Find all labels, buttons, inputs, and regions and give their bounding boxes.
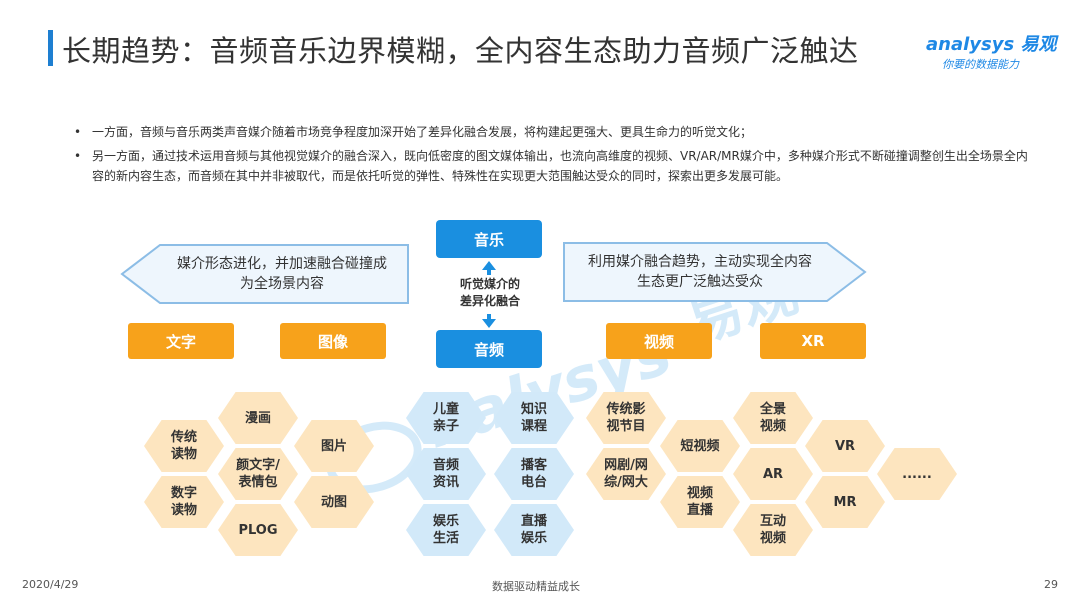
right-arrow-text: 利用媒介融合趋势，主动实现全内容 生态更广泛触达受众 <box>588 254 812 290</box>
hex-panorama-video: 全景视频 <box>733 392 813 444</box>
hex-podcast: 播客电台 <box>494 448 574 500</box>
left-arrow-text: 媒介形态进化，并加速融合碰撞成 为全场景内容 <box>177 256 387 292</box>
bullet-item: 一方面，音频与音乐两类声音媒介随着市场竞争程度加深开始了差异化融合发展，将构建起… <box>70 122 1030 142</box>
hex-web-drama: 网剧/网综/网大 <box>586 448 666 500</box>
hex-live-entertainment: 直播娱乐 <box>494 504 574 556</box>
category-text-box: 文字 <box>128 323 234 359</box>
footer-date: 2020/4/29 <box>22 578 79 591</box>
hex-traditional-tv: 传统影视节目 <box>586 392 666 444</box>
category-video-box: 视频 <box>606 323 712 359</box>
hex-digital-reading: 数字读物 <box>144 476 224 528</box>
hex-short-video: 短视频 <box>660 420 740 472</box>
hex-audio-news: 音频资讯 <box>406 448 486 500</box>
footer-slogan: 数据驱动精益成长 <box>492 580 580 593</box>
hex-interactive-video: 互动视频 <box>733 504 813 556</box>
hex-video-live: 视频直播 <box>660 476 740 528</box>
hex-kids: 儿童亲子 <box>406 392 486 444</box>
left-arrow-shape <box>120 244 409 304</box>
hex-gifs: 动图 <box>294 476 374 528</box>
bullet-list: 一方面，音频与音乐两类声音媒介随着市场竞争程度加深开始了差异化融合发展，将构建起… <box>70 122 1030 190</box>
center-label: 听觉媒介的 差异化融合 <box>459 277 520 308</box>
logo-main-text: analysys 易观 <box>926 34 1057 55</box>
hex-comics: 漫画 <box>218 392 298 444</box>
down-arrow-icon <box>482 314 496 328</box>
audio-box: 音频 <box>436 330 542 368</box>
hex-traditional-reading: 传统读物 <box>144 420 224 472</box>
footer-page-number: 29 <box>1044 578 1058 591</box>
hex-more: ...... <box>877 448 957 500</box>
hex-vr: VR <box>805 420 885 472</box>
up-arrow-icon <box>482 261 496 275</box>
page-title: 长期趋势：音频音乐边界模糊，全内容生态助力音频广泛触达 <box>62 34 859 68</box>
hex-mr: MR <box>805 476 885 528</box>
hex-pictures: 图片 <box>294 420 374 472</box>
music-box: 音乐 <box>436 220 542 258</box>
hex-ar: AR <box>733 448 813 500</box>
title-accent-bar <box>48 30 53 66</box>
logo-sub-text: 你要的数据能力 <box>942 58 1019 71</box>
right-arrow-shape <box>563 242 867 302</box>
hex-entertainment: 娱乐生活 <box>406 504 486 556</box>
hex-knowledge: 知识课程 <box>494 392 574 444</box>
bullet-item: 另一方面，通过技术运用音频与其他视觉媒介的融合深入，既向低密度的图文媒体输出，也… <box>70 146 1030 186</box>
category-xr-box: XR <box>760 323 866 359</box>
brand-logo: analysys 易观 你要的数据能力 <box>926 30 1057 71</box>
hex-plog: PLOG <box>218 504 298 556</box>
category-image-box: 图像 <box>280 323 386 359</box>
hex-emoji: 颜文字/表情包 <box>218 448 298 500</box>
